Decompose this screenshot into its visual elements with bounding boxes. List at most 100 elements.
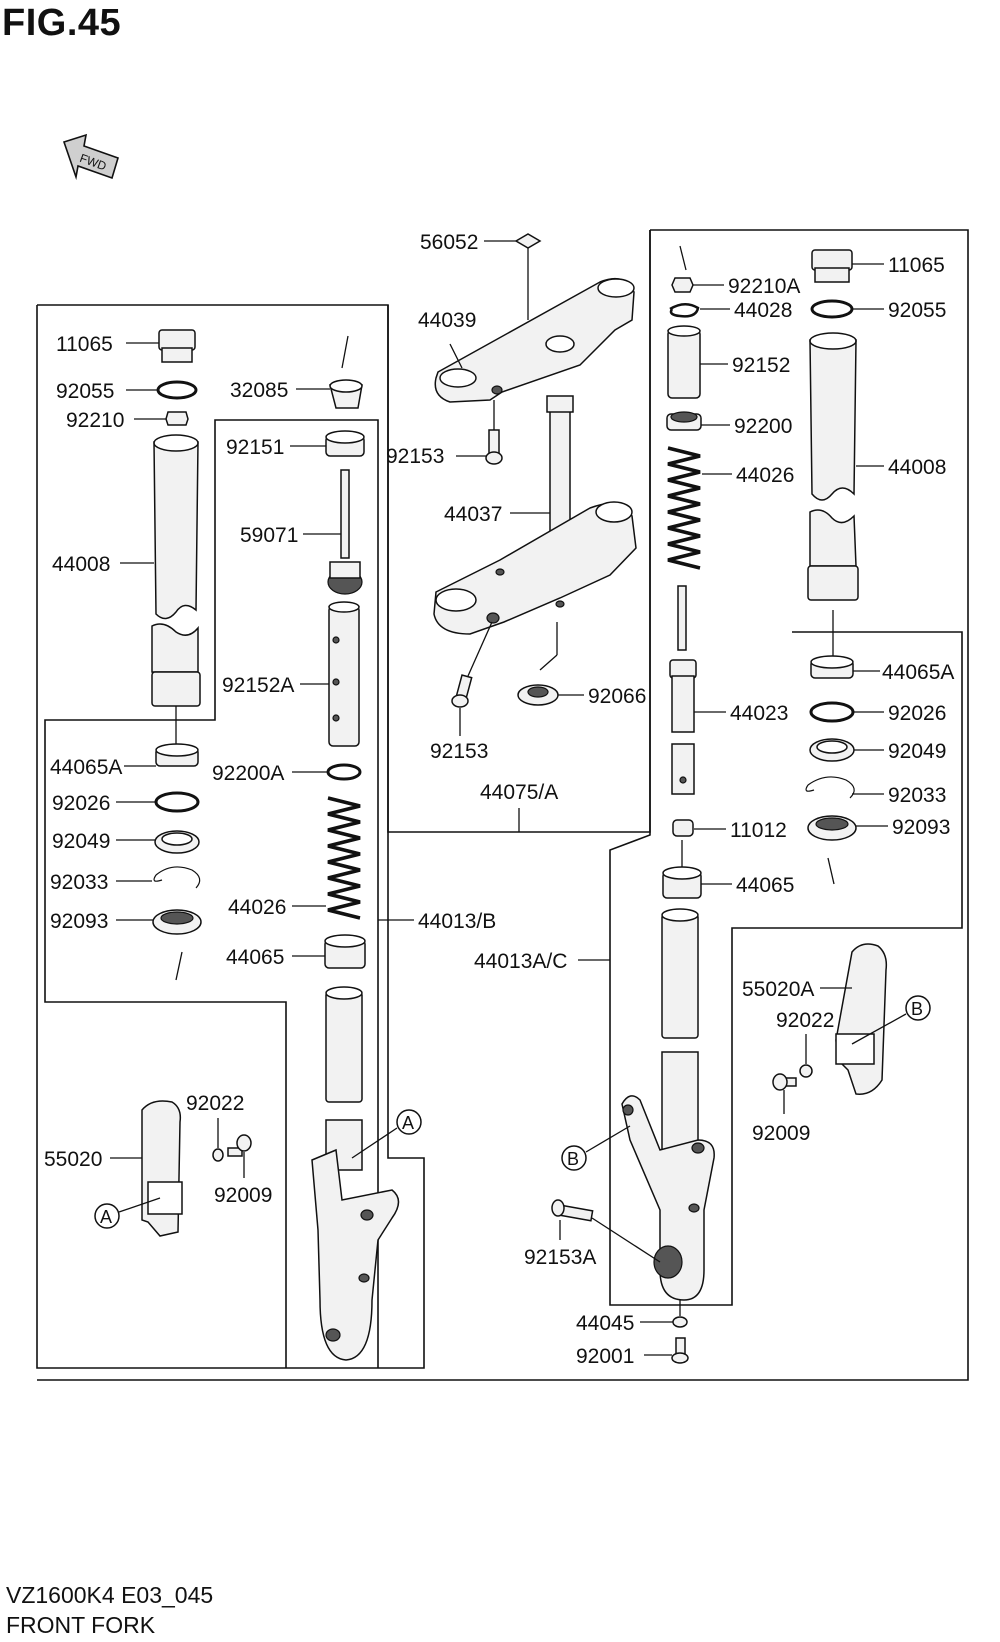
- right-outer-group: 11065 92055 44008 44065A 92026 92049 920…: [805, 249, 954, 885]
- part-R92152-spacer: [667, 329, 701, 399]
- part-R92001-bolt: [675, 1337, 686, 1355]
- part-R11012-bushing: [672, 819, 694, 837]
- part-L92055-oring: [156, 380, 198, 400]
- part-R92055-oring: [810, 299, 854, 319]
- part-R44023-damper: [677, 585, 687, 651]
- part-R92022-washer: [799, 1064, 813, 1078]
- steering-stem-group: 56052 44039 92153 44037 92066: [386, 231, 646, 832]
- part-56052-plate: [514, 233, 542, 249]
- left-guard-group: 55020 A 92022 92009: [44, 1092, 272, 1237]
- callout-A-guard-label: A: [100, 1207, 112, 1227]
- label-R92022: 92022: [776, 1009, 834, 1032]
- label-92153-top: 92153: [386, 445, 444, 468]
- label-92066: 92066: [588, 685, 646, 708]
- label-L44013B: 44013/B: [418, 910, 496, 933]
- label-R44008: 44008: [888, 456, 946, 479]
- part-L92210-nut: [165, 411, 189, 426]
- label-R92153A: 92153A: [524, 1246, 596, 1269]
- label-L59071: 59071: [240, 524, 298, 547]
- callout-B-guard-label: B: [911, 999, 923, 1019]
- label-R44026: 44026: [736, 464, 794, 487]
- label-R11012: 11012: [730, 819, 787, 842]
- right-inner-group: 92210A 44028 92152 92200 44026 44023 110…: [474, 245, 800, 1368]
- label-56052: 56052: [420, 231, 478, 254]
- part-R44008-tube: [809, 339, 857, 501]
- part-R44045-washer: [672, 1316, 688, 1328]
- part-L92200A-washer: [326, 763, 362, 781]
- callout-B-right-label: B: [567, 1149, 579, 1169]
- part-L-lower-leg: [311, 1148, 400, 1361]
- label-R92009: 92009: [752, 1122, 810, 1145]
- label-R44065A: 44065A: [882, 661, 954, 684]
- label-R44013AC: 44013A/C: [474, 950, 567, 973]
- label-R92026: 92026: [888, 702, 946, 725]
- label-L92210: 92210: [66, 409, 124, 432]
- label-R92093: 92093: [892, 816, 950, 839]
- part-L92026-washer: [154, 791, 200, 813]
- part-R44028-clip: [669, 303, 700, 318]
- label-L44065: 44065: [226, 946, 284, 969]
- label-R44023: 44023: [730, 702, 788, 725]
- part-L-inner-tube: [325, 991, 363, 1103]
- callout-B-right: [561, 1145, 587, 1171]
- frame-left-outer: [36, 304, 425, 1369]
- label-R11065: 11065: [888, 254, 945, 277]
- label-R92200: 92200: [734, 415, 792, 438]
- part-L92009-bolt: [227, 1147, 243, 1157]
- label-L92151: 92151: [226, 436, 284, 459]
- model-code: VZ1600K4 E03_045: [6, 1582, 214, 1608]
- part-L11065-cap: [158, 329, 196, 351]
- fwd-arrow-icon: FWD: [62, 133, 119, 181]
- label-R92033: 92033: [888, 784, 946, 807]
- part-R-inner-tube: [661, 913, 699, 1039]
- figure-title: FIG.45: [2, 2, 122, 44]
- part-92153-bolt-top: [488, 429, 500, 455]
- label-44037: 44037: [444, 503, 502, 526]
- callout-A-left: [396, 1109, 422, 1135]
- label-R92210A: 92210A: [728, 275, 800, 298]
- part-R92210A-nut: [671, 277, 694, 293]
- label-R92152: 92152: [732, 354, 790, 377]
- frame-right-outer: [37, 229, 969, 1381]
- label-R92049: 92049: [888, 740, 946, 763]
- part-R11065-cap: [811, 249, 853, 271]
- part-L55020-guard: [141, 1100, 182, 1237]
- label-R44028: 44028: [734, 299, 792, 322]
- sheet-title: FRONT FORK: [6, 1612, 156, 1638]
- callout-A-left-label: A: [402, 1113, 414, 1133]
- label-R92055: 92055: [888, 299, 946, 322]
- label-L44008: 44008: [52, 553, 110, 576]
- part-R-lower-leg: [621, 1095, 715, 1301]
- left-inner-group: 32085 92151 59071 92152A 92200A 44026 44…: [212, 335, 496, 1361]
- label-L92093: 92093: [50, 910, 108, 933]
- label-L44026: 44026: [228, 896, 286, 919]
- callout-B-guard: [905, 995, 931, 1021]
- label-L55020: 55020: [44, 1148, 102, 1171]
- label-L92033: 92033: [50, 871, 108, 894]
- label-L92152A: 92152A: [222, 674, 294, 697]
- left-fork-group: 11065 92055 92210 44008 44065A 92026 920…: [50, 329, 202, 981]
- label-R44045: 44045: [576, 1312, 634, 1335]
- label-L92049: 92049: [52, 830, 110, 853]
- part-L92033-clip: [153, 866, 201, 889]
- label-L92200A: 92200A: [212, 762, 284, 785]
- part-L44026-spring: [327, 796, 361, 920]
- label-L32085: 32085: [230, 379, 288, 402]
- part-L92022-washer: [212, 1148, 224, 1162]
- callout-A-guard: [94, 1203, 120, 1229]
- label-R44065: 44065: [736, 874, 794, 897]
- part-L44008-tube: [153, 441, 199, 620]
- label-L92026: 92026: [52, 792, 110, 815]
- label-L92022: 92022: [186, 1092, 244, 1115]
- label-L92009: 92009: [214, 1184, 272, 1207]
- part-R44026-spring: [667, 446, 701, 570]
- label-92153-low: 92153: [430, 740, 488, 763]
- label-44039: 44039: [418, 309, 476, 332]
- right-guard-group: 55020A B 92022 92009: [742, 943, 931, 1145]
- part-R92026-washer: [809, 701, 855, 723]
- frame-right-inner: [609, 230, 963, 1306]
- label-L44065A: 44065A: [50, 756, 122, 779]
- label-44075A: 44075/A: [480, 781, 558, 804]
- part-R92033-clip: [805, 776, 855, 799]
- part-L59071-rod: [340, 469, 350, 559]
